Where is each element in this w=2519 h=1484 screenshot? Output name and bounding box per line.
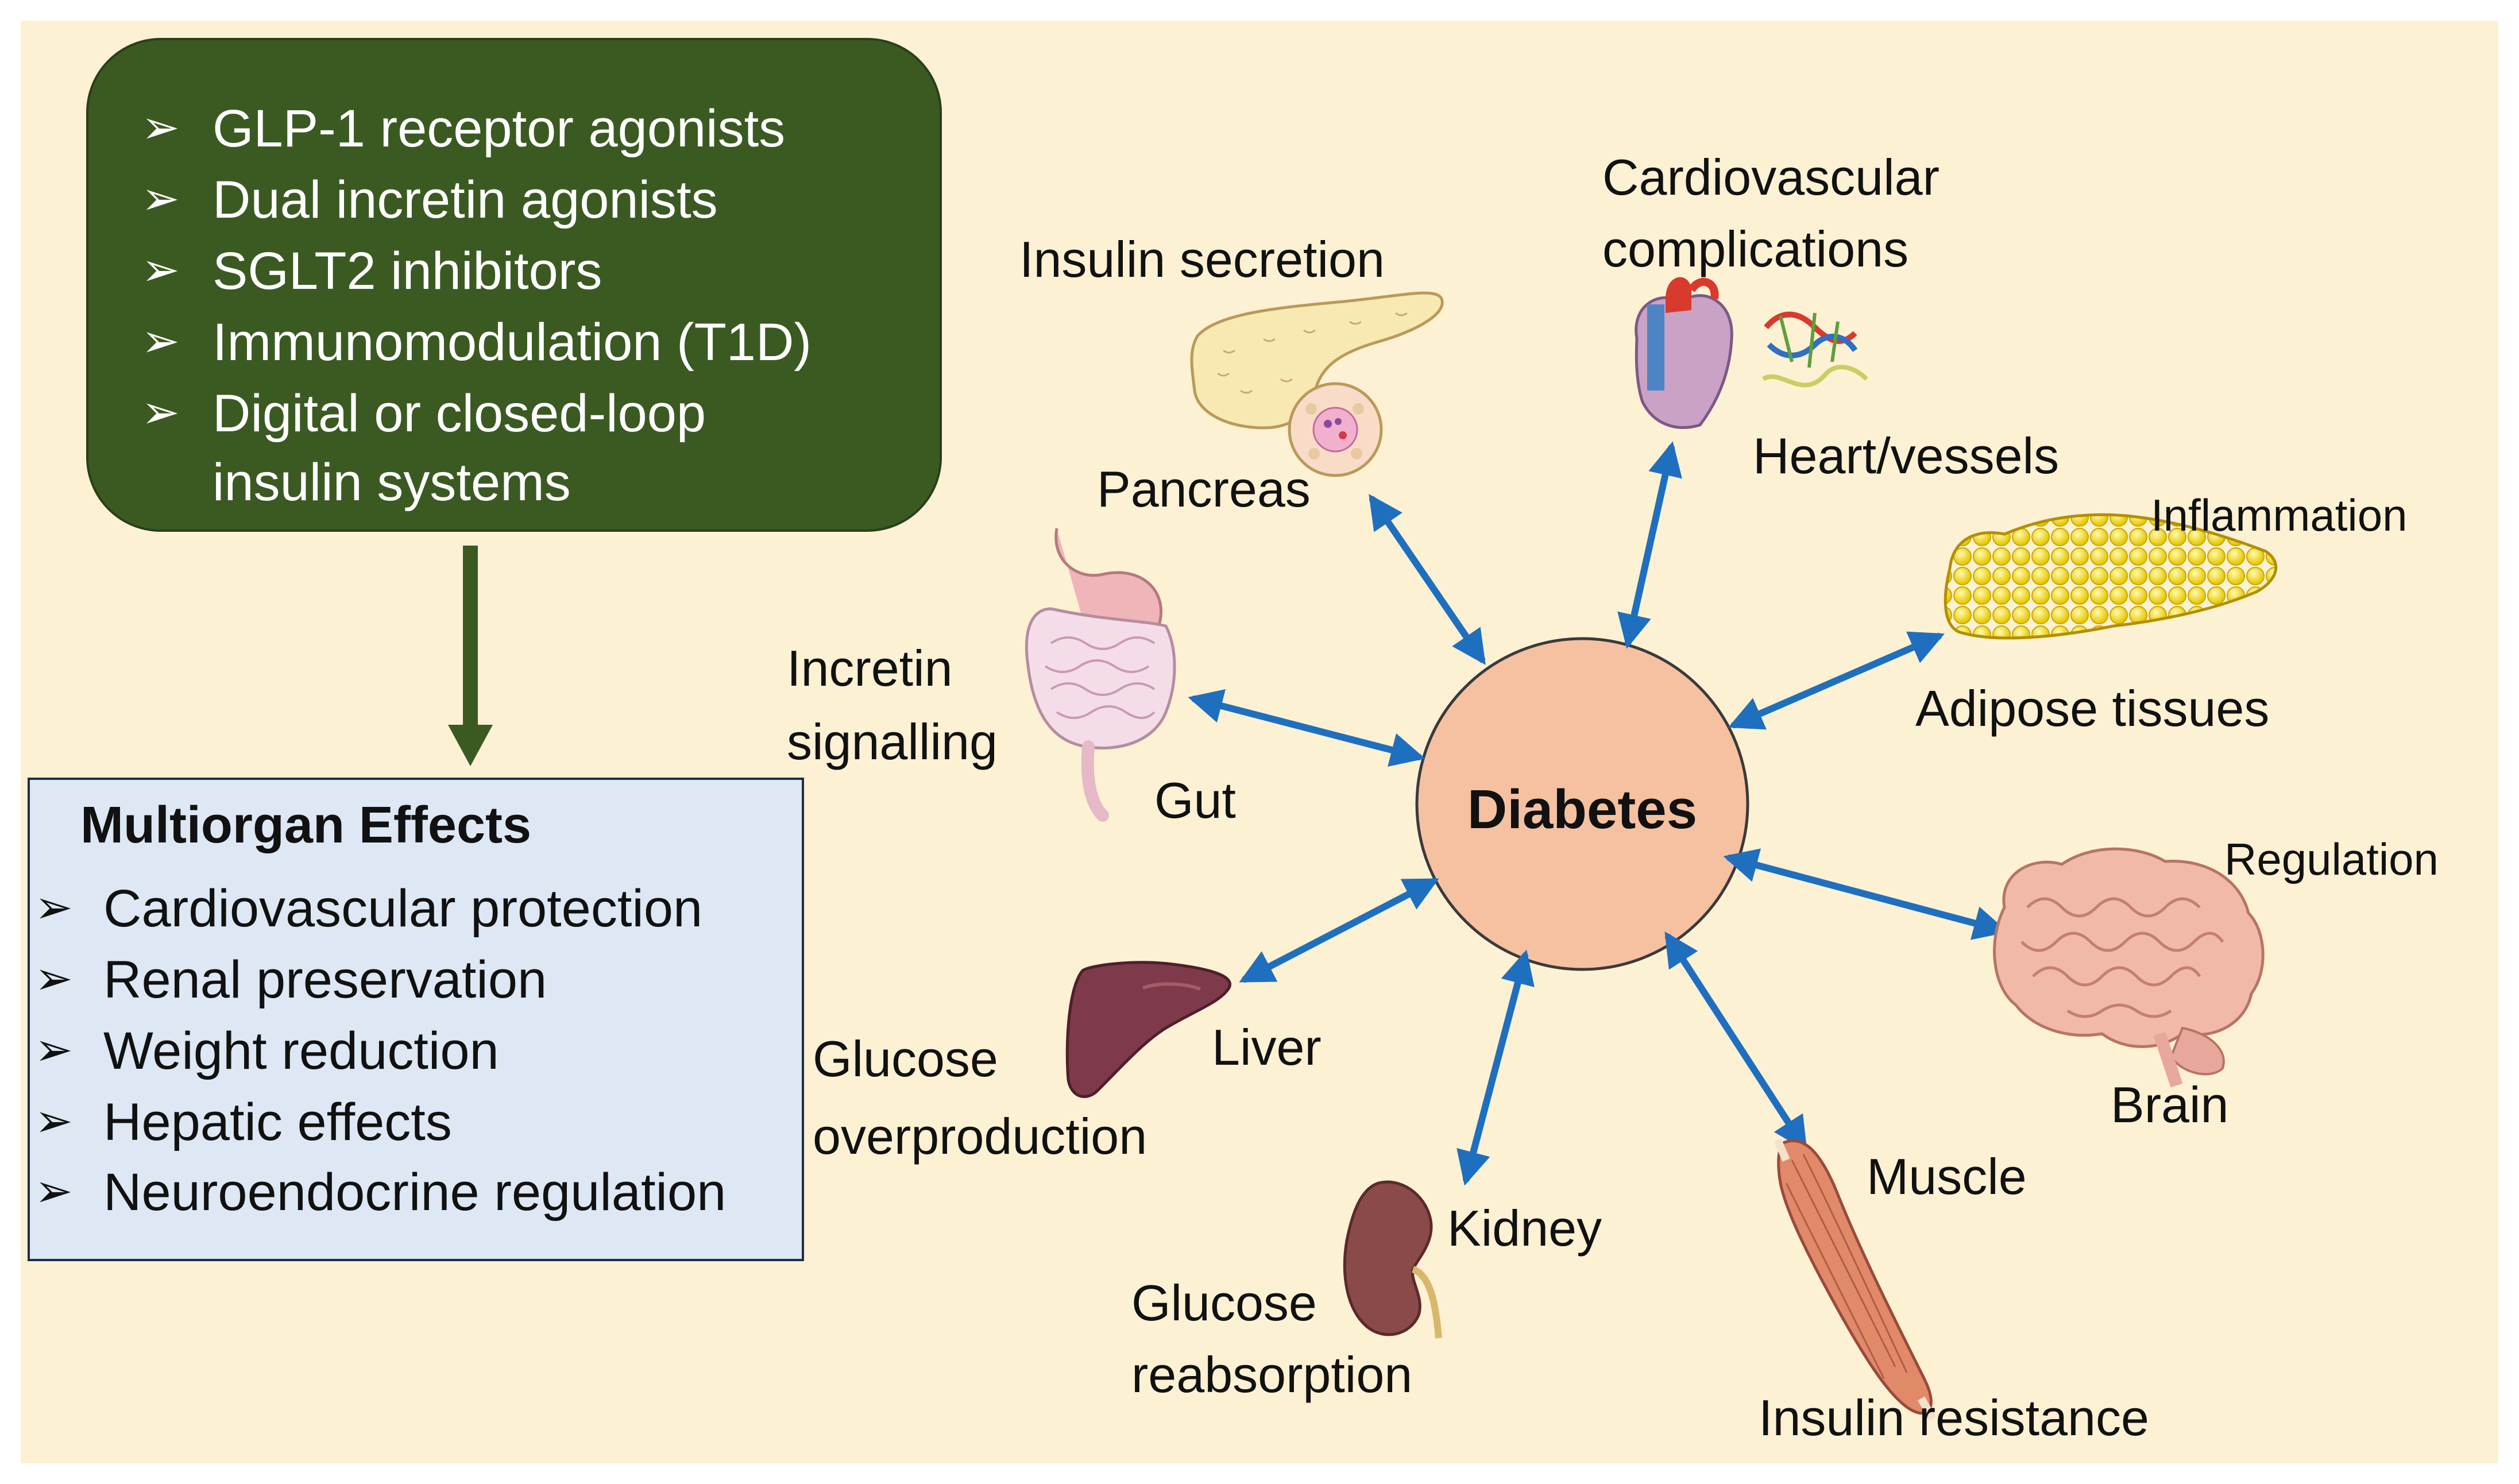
arrow-liver: [1239, 878, 1439, 983]
diabetes-circle: [1415, 637, 1749, 971]
muscle-role-label: Insulin resistance: [1759, 1389, 2149, 1446]
brain-role-label: Regulation: [2224, 834, 2439, 884]
kidney-role-label-2: reabsorption: [1131, 1346, 1413, 1403]
gut-label: Gut: [1154, 772, 1236, 829]
effect-item: Hepatic effects: [103, 1093, 452, 1151]
arrow-kidney: [1456, 949, 1535, 1186]
down-arrow: [448, 546, 493, 766]
arrow-bullet-icon: ➢: [34, 1095, 74, 1146]
therapy-item: GLP-1 receptor agonists: [213, 99, 786, 158]
brain-image: [1993, 847, 2265, 1088]
therapy-item-continuation: insulin systems: [213, 453, 571, 512]
arrow-bullet-icon: ➢: [34, 882, 74, 933]
liver-label: Liver: [1212, 1019, 1322, 1076]
arrow-muscle: [1664, 931, 1807, 1152]
gut-role-label-1: Incretin: [787, 640, 953, 697]
adipose-label: Adipose tissues: [1915, 680, 2270, 737]
liver-image: [1065, 961, 1231, 1098]
adipose-image: [1944, 513, 2278, 640]
diabetes-label: Diabetes: [1467, 779, 1698, 840]
adipose-role-label: Inflammation: [2151, 490, 2408, 540]
gut-image: [1025, 528, 1176, 822]
arrow-bullet-icon: ➢: [34, 1024, 74, 1075]
arrow-bullet-icon: ➢: [141, 244, 180, 295]
liver-role-label-2: overproduction: [813, 1108, 1148, 1165]
arrow-pancreas: [1369, 494, 1486, 665]
therapy-item: SGLT2 inhibitors: [213, 242, 602, 300]
brain-label: Brain: [2111, 1076, 2229, 1133]
arrow-bullet-icon: ➢: [34, 953, 74, 1004]
arrow-bullet-icon: ➢: [141, 315, 180, 366]
arrow-bullet-icon: ➢: [34, 1165, 74, 1216]
effects-title: Multiorgan Effects: [80, 797, 532, 854]
muscle-label: Muscle: [1867, 1148, 2027, 1205]
kidney-image: [1343, 1180, 1442, 1339]
effect-item: Neuroendocrine regulation: [103, 1163, 727, 1222]
effects-box: [28, 778, 804, 1261]
heart-label: Heart/vessels: [1753, 427, 2060, 484]
effect-item: Renal preservation: [103, 950, 547, 1009]
liver-role-label-1: Glucose: [813, 1030, 998, 1087]
kidney-role-label-1: Glucose: [1131, 1274, 1317, 1331]
therapy-box: [86, 38, 942, 532]
arrow-brain: [1723, 848, 2008, 940]
arrow-heart: [1617, 441, 1682, 649]
arrow-gut: [1188, 689, 1425, 767]
gut-role-label-2: signalling: [787, 713, 998, 770]
pancreas-image: [1190, 291, 1444, 477]
therapy-item: Dual incretin agonists: [213, 171, 718, 229]
pancreas-label: Pancreas: [1097, 461, 1311, 517]
arrow-bullet-icon: ➢: [141, 387, 180, 438]
heart-role-label-1: Cardiovascular: [1602, 149, 1940, 206]
arrow-bullet-icon: ➢: [141, 102, 180, 153]
effect-item: Cardiovascular protection: [103, 879, 703, 938]
heart-role-label-2: complications: [1602, 221, 1909, 277]
effect-item: Weight reduction: [103, 1022, 499, 1080]
kidney-label: Kidney: [1447, 1200, 1602, 1257]
therapy-item: Immunomodulation (T1D): [213, 313, 812, 372]
arrow-bullet-icon: ➢: [141, 173, 180, 224]
therapy-item: Digital or closed-loop: [213, 384, 706, 443]
arrow-adipose: [1728, 631, 1945, 730]
heart-image: [1635, 277, 1868, 429]
pancreas-role-label: Insulin secretion: [1019, 231, 1385, 288]
muscle-image: [1774, 1138, 1937, 1421]
